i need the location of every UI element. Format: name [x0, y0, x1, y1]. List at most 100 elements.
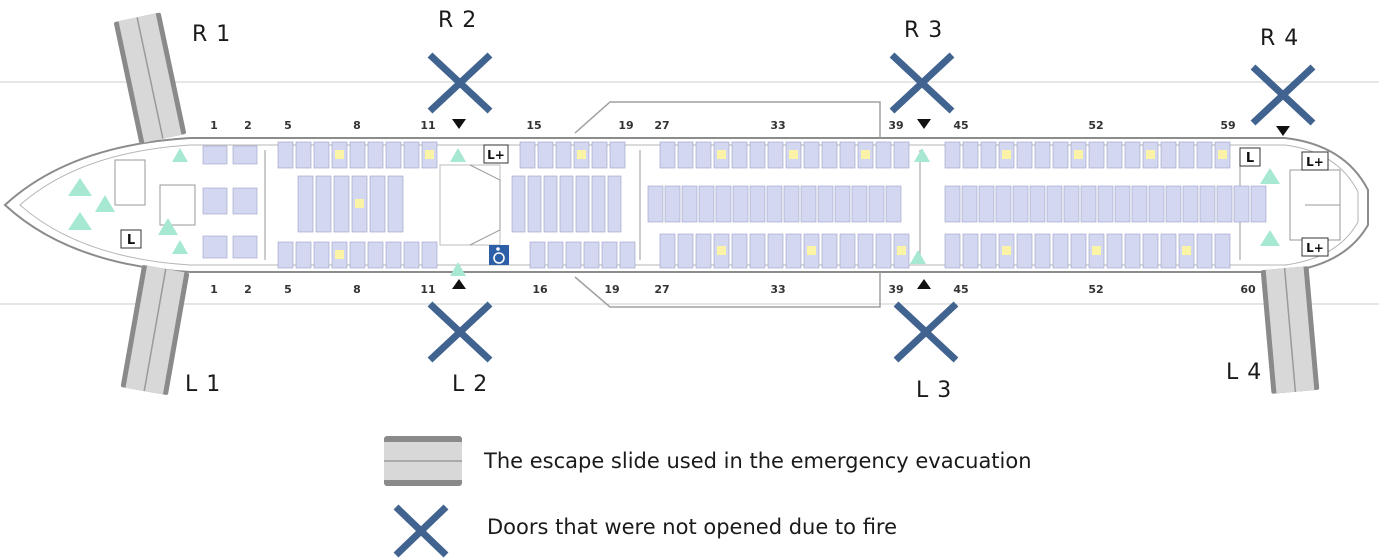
door-label-r1: R 1 — [192, 22, 232, 47]
occupied-seat-marker — [1002, 246, 1011, 255]
x-mark-icon — [893, 301, 959, 363]
occupied-seat-marker — [717, 150, 726, 159]
x-mark-icon — [427, 52, 493, 114]
row-number-top: 19 — [618, 119, 633, 132]
seat — [1214, 233, 1231, 269]
seat — [1114, 185, 1131, 223]
seat — [385, 141, 402, 169]
row-number-bottom: 2 — [244, 283, 252, 296]
door-arrow-icon — [452, 279, 466, 289]
row-number-bottom: 1 — [210, 283, 218, 296]
seat — [1088, 141, 1105, 169]
seat — [749, 141, 766, 169]
lavatory-icon: L+ — [1306, 241, 1324, 255]
seat — [1160, 233, 1177, 269]
seat — [659, 233, 676, 269]
seat — [1106, 233, 1123, 269]
occupied-seat-marker — [717, 246, 726, 255]
seat — [695, 233, 712, 269]
seat — [202, 145, 228, 165]
door-label-r2: R 2 — [438, 8, 478, 33]
seat — [202, 235, 228, 259]
exit-marker-icon — [1260, 230, 1280, 246]
door-arrow-icon — [452, 119, 466, 129]
seat — [519, 141, 536, 169]
seat — [367, 241, 384, 269]
seat — [277, 141, 294, 169]
seat — [875, 233, 892, 269]
occupied-seat-marker — [789, 150, 798, 159]
x-mark-icon — [427, 301, 493, 363]
seat — [1216, 185, 1233, 223]
seat — [421, 241, 438, 269]
seat — [543, 175, 558, 233]
row-number-top: 15 — [526, 119, 541, 132]
seat — [575, 175, 590, 233]
seat — [980, 233, 997, 269]
seat — [295, 241, 312, 269]
seat — [387, 175, 404, 233]
seat — [767, 233, 784, 269]
occupied-seat-marker — [577, 150, 586, 159]
seat — [385, 241, 402, 269]
slide-L1 — [120, 265, 190, 395]
seat — [978, 185, 995, 223]
seat — [555, 141, 572, 169]
seat — [732, 185, 749, 223]
exit-marker-icon — [450, 262, 466, 276]
seat — [944, 233, 961, 269]
lavatories: L L+ L L+ L+ — [120, 144, 1329, 265]
seat — [565, 241, 582, 269]
seat — [1063, 185, 1080, 223]
seat — [1034, 233, 1051, 269]
seat — [609, 141, 626, 169]
seat — [715, 185, 732, 223]
occupied-seat-marker — [425, 150, 434, 159]
row-number-bottom: 33 — [770, 283, 785, 296]
seat — [821, 141, 838, 169]
door-label-l4: L 4 — [1226, 360, 1263, 385]
seat — [1124, 141, 1141, 169]
door-arrow-icon — [1276, 126, 1290, 136]
seat — [1012, 185, 1029, 223]
seat — [766, 185, 783, 223]
seat — [1196, 233, 1213, 269]
legend-slide-text: The escape slide used in the emergency e… — [484, 449, 1032, 473]
seat — [583, 241, 600, 269]
seat — [537, 141, 554, 169]
seat — [1016, 233, 1033, 269]
occupied-seat-marker — [807, 246, 816, 255]
seat — [962, 141, 979, 169]
seat — [834, 185, 851, 223]
seat — [731, 141, 748, 169]
lavatory-icon: L+ — [1306, 155, 1324, 169]
seat — [885, 185, 902, 223]
seat — [403, 141, 420, 169]
door-arrows — [452, 119, 1290, 289]
seat — [295, 141, 312, 169]
row-number-top: 5 — [284, 119, 292, 132]
lavatory-icon: L — [1246, 151, 1254, 166]
seat — [647, 185, 664, 223]
seat — [297, 175, 314, 233]
row-number-bottom: 45 — [953, 283, 968, 296]
x-mark-icon — [1250, 64, 1316, 126]
seat — [349, 141, 366, 169]
seat — [851, 185, 868, 223]
exit-marker-icon — [68, 178, 92, 196]
row-number-top: 39 — [888, 119, 903, 132]
seat — [821, 233, 838, 269]
seat — [547, 241, 564, 269]
seat — [1106, 141, 1123, 169]
seat — [369, 175, 386, 233]
seat — [995, 185, 1012, 223]
row-number-top: 33 — [770, 119, 785, 132]
seat — [749, 185, 766, 223]
occupied-seat-marker — [335, 250, 344, 259]
seat — [839, 233, 856, 269]
row-number-bottom: 5 — [284, 283, 292, 296]
exit-marker-icon — [1260, 168, 1280, 184]
seat — [232, 235, 258, 259]
seat — [1196, 141, 1213, 169]
seat — [1178, 141, 1195, 169]
